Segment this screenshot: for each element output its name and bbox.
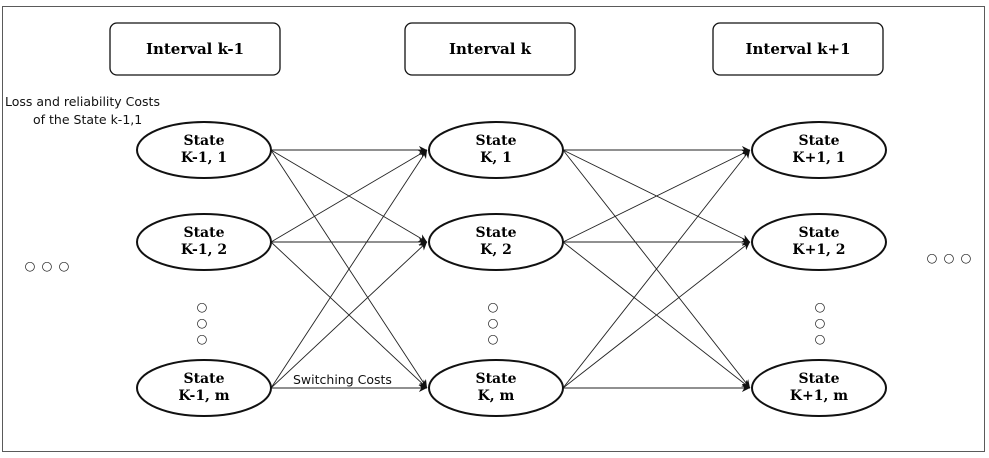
- state-k-minus-1-1: State K-1, 1: [136, 121, 272, 179]
- ellipsis-dot: ○: [197, 315, 208, 330]
- interval-label: Interval k: [449, 40, 532, 58]
- state-label-line1: State: [798, 225, 839, 241]
- vertical-ellipsis-col-k-plus-1: ○ ○ ○: [815, 299, 826, 346]
- ellipsis-dot: ○: [944, 250, 955, 265]
- interval-box-k-minus-1: Interval k-1: [109, 22, 281, 76]
- transition-edge: [562, 149, 751, 243]
- state-label-line2: K+1, 1: [792, 150, 845, 166]
- diagram-frame: [2, 6, 985, 452]
- ellipsis-dot: ○: [59, 258, 70, 273]
- state-label-line1: State: [183, 225, 224, 241]
- ellipsis-dot: ○: [25, 258, 36, 273]
- vertical-ellipsis-col-k-minus-1: ○ ○ ○: [197, 299, 208, 346]
- horizontal-ellipsis-left: ○ ○ ○: [25, 258, 70, 273]
- vertical-ellipsis-col-k: ○ ○ ○: [488, 299, 499, 346]
- ellipsis-dot: ○: [815, 299, 826, 314]
- ellipsis-dot: ○: [815, 331, 826, 346]
- transition-edge: [270, 149, 428, 243]
- state-label-line1: State: [183, 371, 224, 387]
- state-label-line1: State: [798, 133, 839, 149]
- state-label-line2: K-1, 1: [181, 150, 227, 166]
- interval-label: Interval k-1: [146, 40, 244, 58]
- state-label-line2: K+1, m: [790, 388, 848, 404]
- ellipsis-dot: ○: [197, 331, 208, 346]
- state-k-1: State K, 1: [428, 121, 564, 179]
- ellipsis-dot: ○: [488, 315, 499, 330]
- state-k-plus-1-2: State K+1, 2: [751, 213, 887, 271]
- interval-box-k-plus-1: Interval k+1: [712, 22, 884, 76]
- state-k-minus-1-m: State K-1, m: [136, 359, 272, 417]
- ellipsis-dot: ○: [488, 299, 499, 314]
- state-k-minus-1-2: State K-1, 2: [136, 213, 272, 271]
- transition-edge: [270, 241, 428, 389]
- state-k-plus-1-1: State K+1, 1: [751, 121, 887, 179]
- ellipsis-dot: ○: [961, 250, 972, 265]
- state-label-line2: K, m: [478, 388, 515, 404]
- ellipsis-dot: ○: [488, 331, 499, 346]
- state-k-m: State K, m: [428, 359, 564, 417]
- transition-edge: [562, 149, 751, 389]
- loss-cost-annotation-line1: Loss and reliability Costs: [5, 94, 160, 109]
- interval-box-k: Interval k: [404, 22, 576, 76]
- state-label-line2: K-1, m: [178, 388, 229, 404]
- state-label-line1: State: [475, 133, 516, 149]
- ellipsis-dot: ○: [927, 250, 938, 265]
- ellipsis-dot: ○: [815, 315, 826, 330]
- state-k-2: State K, 2: [428, 213, 564, 271]
- state-label-line2: K+1, 2: [792, 242, 845, 258]
- state-label-line1: State: [798, 371, 839, 387]
- interval-label: Interval k+1: [745, 40, 850, 58]
- horizontal-ellipsis-right: ○ ○ ○: [927, 250, 972, 265]
- switching-cost-annotation: Switching Costs: [293, 372, 392, 387]
- state-label-line1: State: [183, 133, 224, 149]
- state-k-plus-1-m: State K+1, m: [751, 359, 887, 417]
- state-label-line2: K, 1: [480, 150, 512, 166]
- state-label-line1: State: [475, 371, 516, 387]
- state-label-line2: K-1, 2: [181, 242, 227, 258]
- ellipsis-dot: ○: [42, 258, 53, 273]
- ellipsis-dot: ○: [197, 299, 208, 314]
- state-label-line1: State: [475, 225, 516, 241]
- transition-edge: [562, 241, 751, 389]
- loss-cost-annotation-line2: of the State k-1,1: [33, 112, 142, 127]
- state-label-line2: K, 2: [480, 242, 512, 258]
- transition-edges: [270, 145, 751, 393]
- transition-edge: [270, 149, 428, 389]
